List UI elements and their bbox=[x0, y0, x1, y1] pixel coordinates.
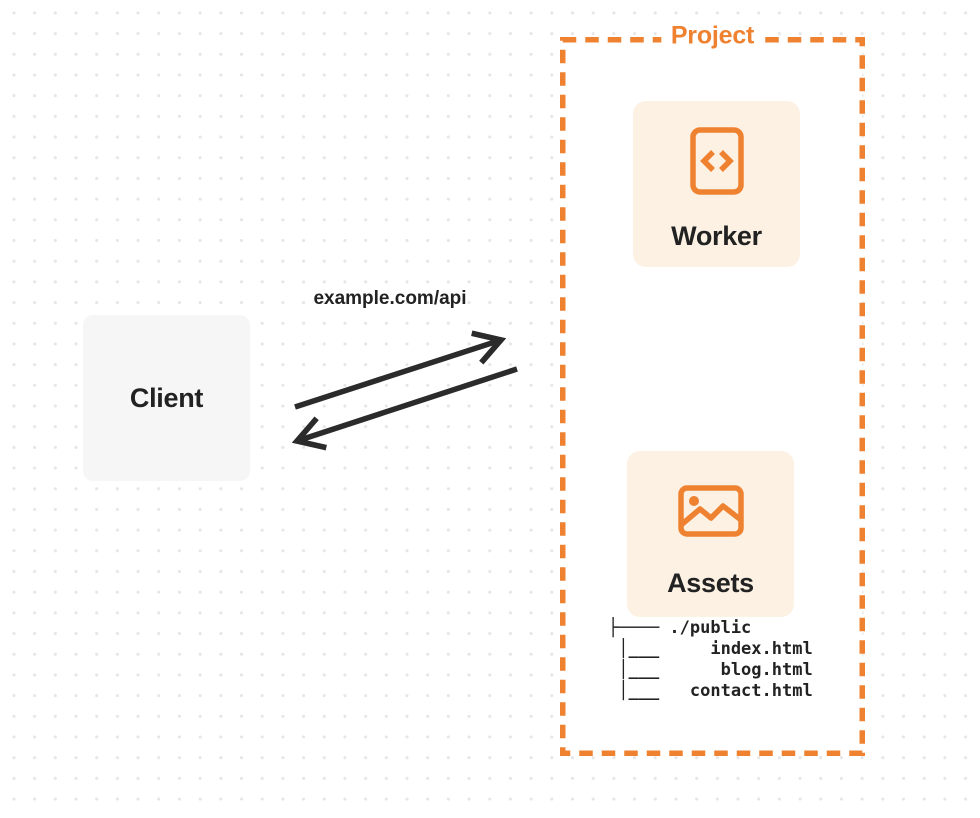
image-icon bbox=[677, 485, 744, 537]
assets-label: Assets bbox=[667, 568, 754, 598]
code-file-icon bbox=[689, 127, 744, 195]
client-label: Client bbox=[129, 382, 204, 413]
request-arrow bbox=[294, 330, 507, 410]
project-label: Project bbox=[660, 21, 765, 51]
assets-node: Assets bbox=[627, 451, 794, 617]
file-tree-line: │___ blog.html bbox=[608, 660, 813, 680]
request-url-label: example.com/api bbox=[313, 288, 467, 309]
worker-node: Worker bbox=[633, 101, 800, 267]
response-arrow bbox=[291, 366, 518, 451]
file-tree-line: ├──── ./public bbox=[608, 618, 752, 638]
file-tree-line: │___ index.html bbox=[608, 639, 813, 659]
client-node: Client bbox=[83, 315, 250, 481]
file-tree-line: │___ contact.html bbox=[608, 681, 813, 701]
project-group: Project Worker Assets ├──── ./public │__… bbox=[560, 21, 865, 756]
file-tree: ├──── ./public │___ index.html │___ blog… bbox=[608, 618, 813, 702]
worker-label: Worker bbox=[671, 221, 762, 251]
